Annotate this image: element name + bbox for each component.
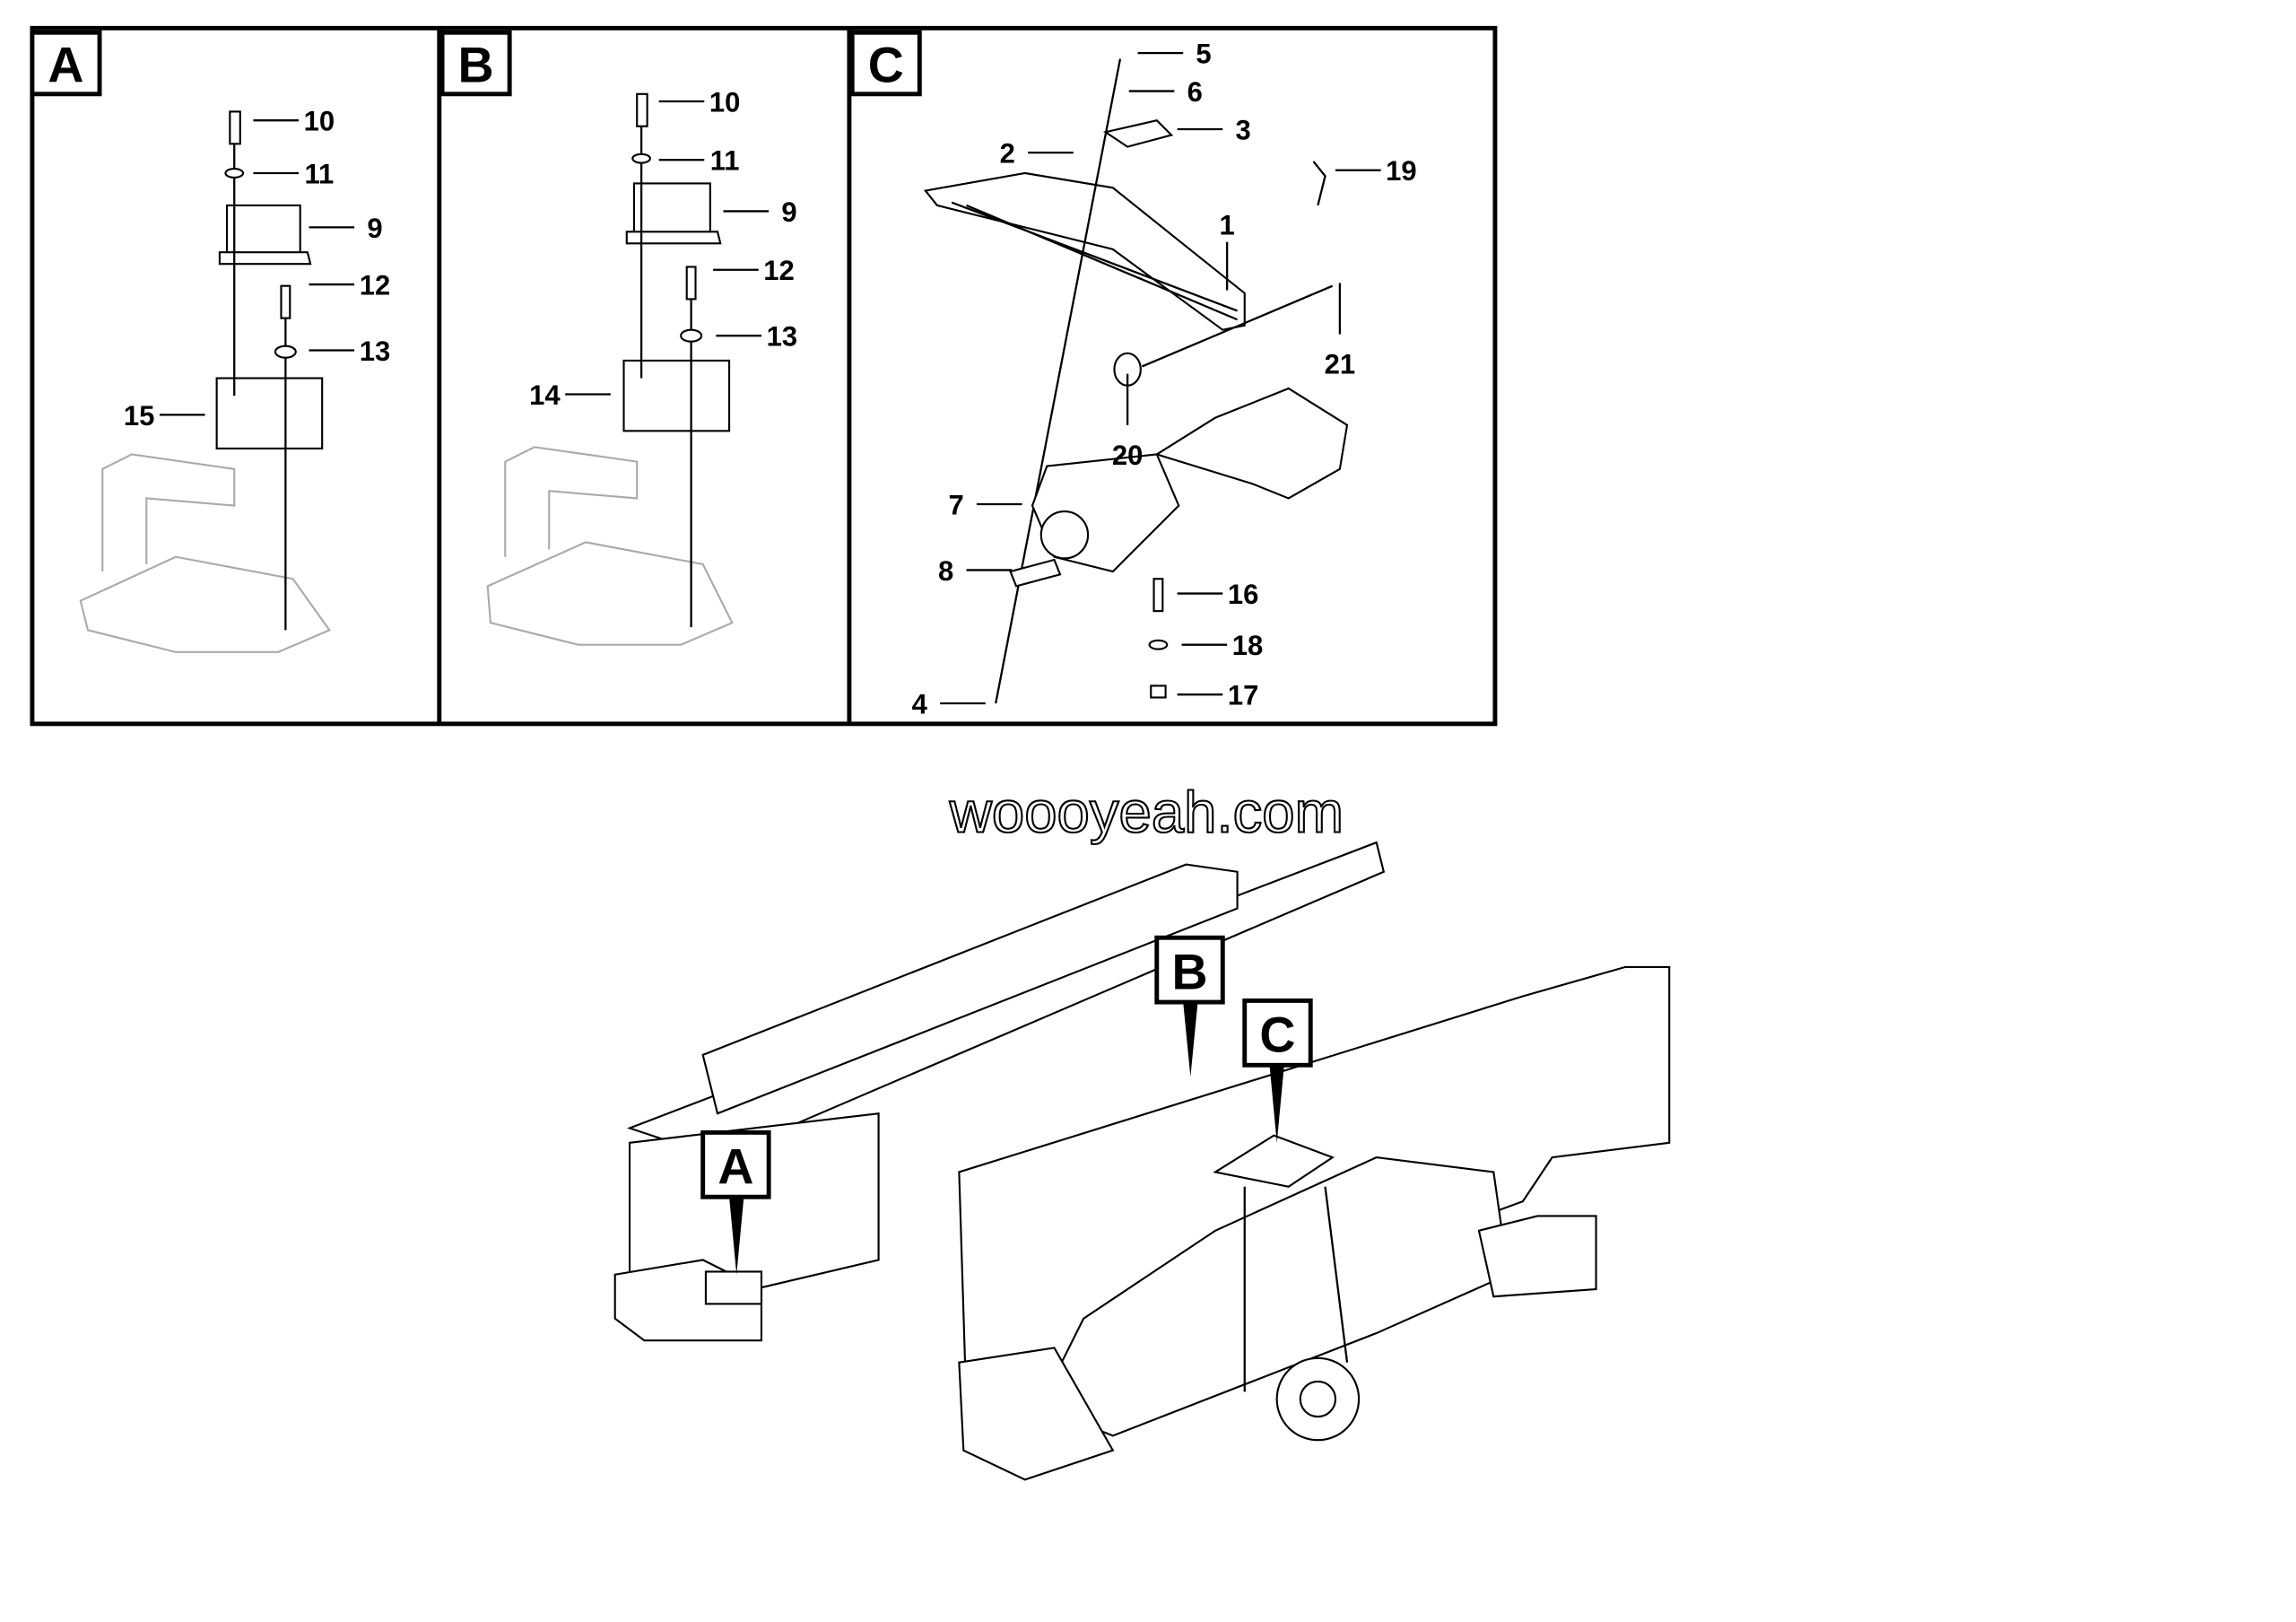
callout-number: 17 [1228,680,1259,711]
callout: 4 [912,688,986,719]
callout: 3 [1177,114,1251,145]
callout-number: 12 [763,255,794,286]
callout-number: 16 [1228,579,1259,610]
overview-chassis-drawing [613,841,1671,1481]
callout: 8 [938,555,1013,587]
callout-number: 19 [1386,155,1417,187]
callout-number: 13 [360,336,391,367]
callout: 10 [253,106,335,137]
callout-number: 8 [938,555,953,587]
callout: 5 [1137,39,1212,70]
callout-number: 6 [1187,76,1203,108]
callout: 18 [1181,630,1264,661]
callout-number: 7 [948,489,963,520]
detail-panels-frame [30,25,1498,727]
overview-marker-b: B [1154,935,1225,1077]
callout: 20 [1112,373,1144,471]
callout-number: 4 [912,688,928,719]
callout: 19 [1335,155,1417,187]
callout: 7 [948,489,1022,520]
callout: 14 [529,379,611,411]
callout-number: 5 [1196,39,1211,70]
callout: 15 [124,400,205,432]
callout: 12 [713,255,795,286]
callout: 2 [1000,138,1074,170]
panel-letter-box [849,30,922,97]
callout: 21 [1325,283,1356,380]
overview-marker-a: A [700,1129,771,1275]
panel-letter: C [868,38,904,93]
panel-b: B 10 11 9 12 13 14 [439,30,797,411]
callout: 11 [253,158,334,189]
overview-marker-letter: B [1171,944,1207,999]
callout-number: 13 [767,321,798,353]
overview-marker-letter: C [1259,1007,1295,1063]
callout-number: 14 [529,379,561,411]
panel-letter-box [30,30,102,97]
callout: 13 [716,321,797,353]
callout: 6 [1128,76,1203,108]
callout: 17 [1177,680,1259,711]
panel-letter-box [439,30,512,97]
callout-number: 9 [367,213,382,244]
callout-number: 15 [124,400,155,432]
callout-number: 12 [360,269,391,301]
callout: 11 [658,145,740,177]
callout-number: 11 [305,158,335,189]
callout-number: 20 [1112,440,1144,471]
callout-number: 2 [1000,138,1015,170]
callout-number: 21 [1325,349,1356,380]
panel-letter: A [48,38,83,93]
panel-c-drawing [923,58,1349,704]
callout: 13 [309,336,390,367]
callout-number: 10 [709,86,741,118]
watermark: woooyeah.com [949,780,1344,845]
panel-b-drawing [486,92,734,646]
callout: 1 [1220,210,1235,291]
callout-number: 11 [710,145,740,177]
callout-number: 1 [1220,210,1235,241]
panel-letter: B [458,38,494,93]
callout: 10 [658,86,741,118]
overview-marker-letter: A [718,1139,753,1195]
callout-number: 18 [1232,630,1264,661]
panel-a: A 10 11 9 12 13 15 [30,30,390,432]
callout-number: 10 [304,106,335,137]
callout: 9 [723,196,797,228]
panel-c: C 5 6 3 2 19 1 21 20 7 8 16 18 17 4 [849,30,1417,719]
overview-marker-c: C [1242,998,1313,1143]
callout: 12 [309,269,390,301]
callout: 9 [309,213,383,244]
callout-number: 3 [1235,114,1250,145]
callout: 16 [1177,579,1259,610]
callout-number: 9 [781,196,796,228]
panel-a-drawing [79,110,331,653]
